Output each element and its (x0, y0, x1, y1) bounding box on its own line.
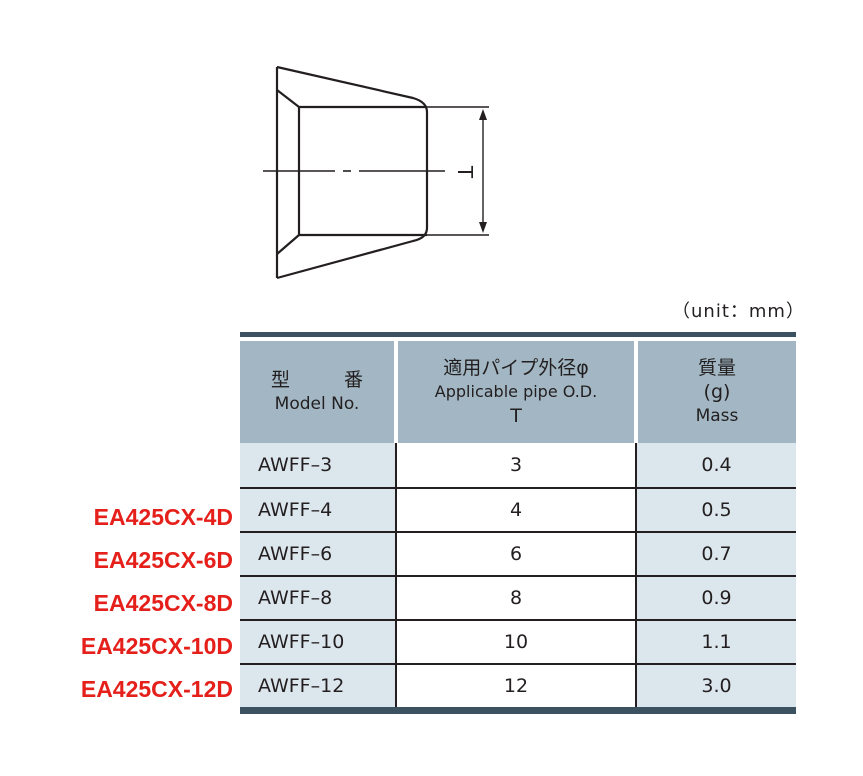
header-od: 適用パイプ外径φ Applicable pipe O.D. T (394, 339, 636, 443)
header-mass-en: Mass (695, 406, 739, 426)
order-code: EA425CX-8D (93, 590, 233, 616)
header-model: 型 番 Model No. (240, 339, 396, 443)
od-cell: 10 (395, 619, 636, 664)
od-cell: 8 (395, 575, 636, 620)
header-model-jp-2: 番 (343, 369, 363, 391)
dimension-label: T (453, 165, 477, 179)
od-cell: 4 (395, 487, 636, 532)
order-code: EA425CX-6D (93, 547, 233, 573)
spec-table: 型 番 Model No. 適用パイプ外径φ Applicable pipe O… (240, 332, 796, 714)
header-mass: 質量 (g) Mass (634, 339, 796, 443)
mass-cell: 1.1 (635, 619, 796, 664)
header-od-symbol: T (510, 405, 522, 427)
mass-cell: 3.0 (635, 663, 796, 707)
table-row: AWFF–8 8 0.9 (240, 575, 796, 620)
model-cell: AWFF–3 (240, 443, 396, 488)
od-cell: 3 (395, 443, 636, 488)
table-row: AWFF–12 12 3.0 (240, 663, 796, 707)
header-od-en: Applicable pipe O.D. (434, 382, 598, 401)
mass-cell: 0.4 (635, 443, 796, 488)
table-top-bar (240, 332, 796, 341)
model-cell: AWFF–10 (240, 619, 396, 664)
order-code: EA425CX-12D (80, 676, 233, 702)
header-model-en: Model No. (274, 394, 360, 414)
header-mass-jp: 質量 (697, 357, 736, 379)
table-row: AWFF–4 4 0.5 (240, 487, 796, 532)
order-code: EA425CX-10D (80, 633, 233, 659)
model-cell: AWFF–12 (240, 663, 396, 707)
header-mass-unit: (g) (703, 381, 731, 403)
mass-cell: 0.5 (635, 487, 796, 532)
table-row: AWFF–6 6 0.7 (240, 531, 796, 576)
ferrule-drawing: T (263, 65, 489, 280)
table-row: AWFF–10 10 1.1 (240, 619, 796, 664)
order-code: EA425CX-4D (93, 504, 233, 530)
mass-cell: 0.9 (635, 575, 796, 620)
model-cell: AWFF–4 (240, 487, 396, 532)
table-bottom-bar (240, 707, 796, 714)
mass-cell: 0.7 (635, 531, 796, 576)
model-cell: AWFF–6 (240, 531, 396, 576)
header-od-jp: 適用パイプ外径φ (443, 357, 589, 379)
table-header-row: 型 番 Model No. 適用パイプ外径φ Applicable pipe O… (240, 339, 796, 443)
unit-note: （unit：mm） (672, 301, 805, 322)
header-model-jp-1: 型 (271, 369, 291, 391)
od-cell: 12 (395, 663, 636, 707)
od-cell: 6 (395, 531, 636, 576)
table-row: AWFF–3 3 0.4 (240, 443, 796, 488)
model-cell: AWFF–8 (240, 575, 396, 620)
